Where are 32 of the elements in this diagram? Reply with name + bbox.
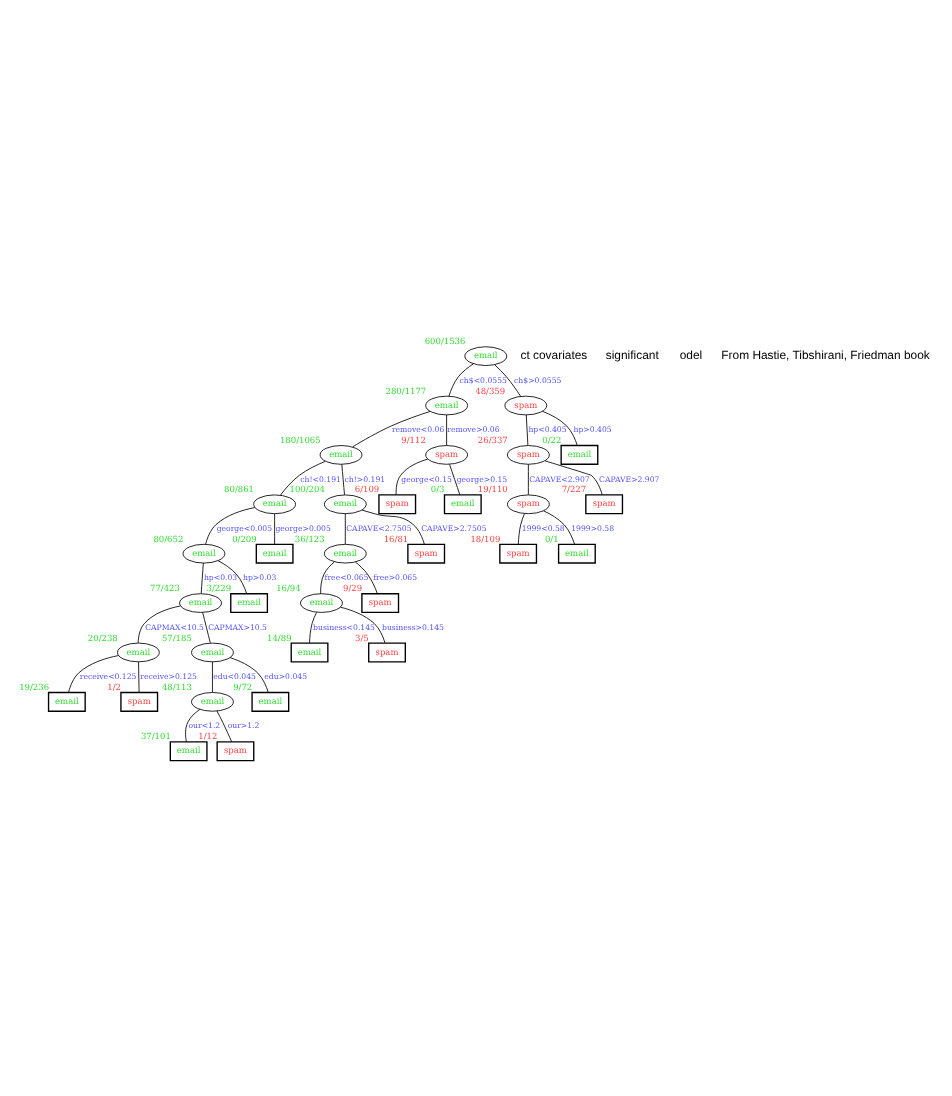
connector bbox=[361, 508, 425, 544]
connector bbox=[449, 462, 461, 495]
connector bbox=[200, 561, 204, 593]
connector bbox=[274, 512, 276, 544]
connector bbox=[446, 413, 448, 445]
connector bbox=[494, 363, 521, 396]
connector bbox=[229, 656, 269, 692]
connector bbox=[395, 457, 429, 495]
connector bbox=[137, 604, 181, 643]
connector bbox=[542, 409, 578, 445]
connector bbox=[212, 660, 213, 692]
connector bbox=[340, 605, 386, 643]
connector bbox=[544, 459, 603, 495]
connector bbox=[68, 654, 119, 692]
connector bbox=[138, 660, 140, 692]
connector bbox=[543, 509, 575, 544]
connector bbox=[525, 413, 529, 445]
connector bbox=[344, 512, 346, 544]
connector bbox=[352, 410, 431, 447]
connector bbox=[341, 462, 345, 495]
connector bbox=[320, 560, 335, 594]
connector bbox=[205, 506, 256, 544]
connector bbox=[517, 512, 525, 544]
connector bbox=[355, 560, 378, 594]
connector bbox=[202, 611, 211, 643]
connector bbox=[216, 709, 233, 742]
connector bbox=[527, 462, 529, 495]
connector bbox=[185, 708, 201, 742]
connector bbox=[448, 362, 474, 396]
connector bbox=[309, 611, 317, 643]
connector bbox=[217, 559, 248, 593]
connector bbox=[279, 460, 326, 495]
